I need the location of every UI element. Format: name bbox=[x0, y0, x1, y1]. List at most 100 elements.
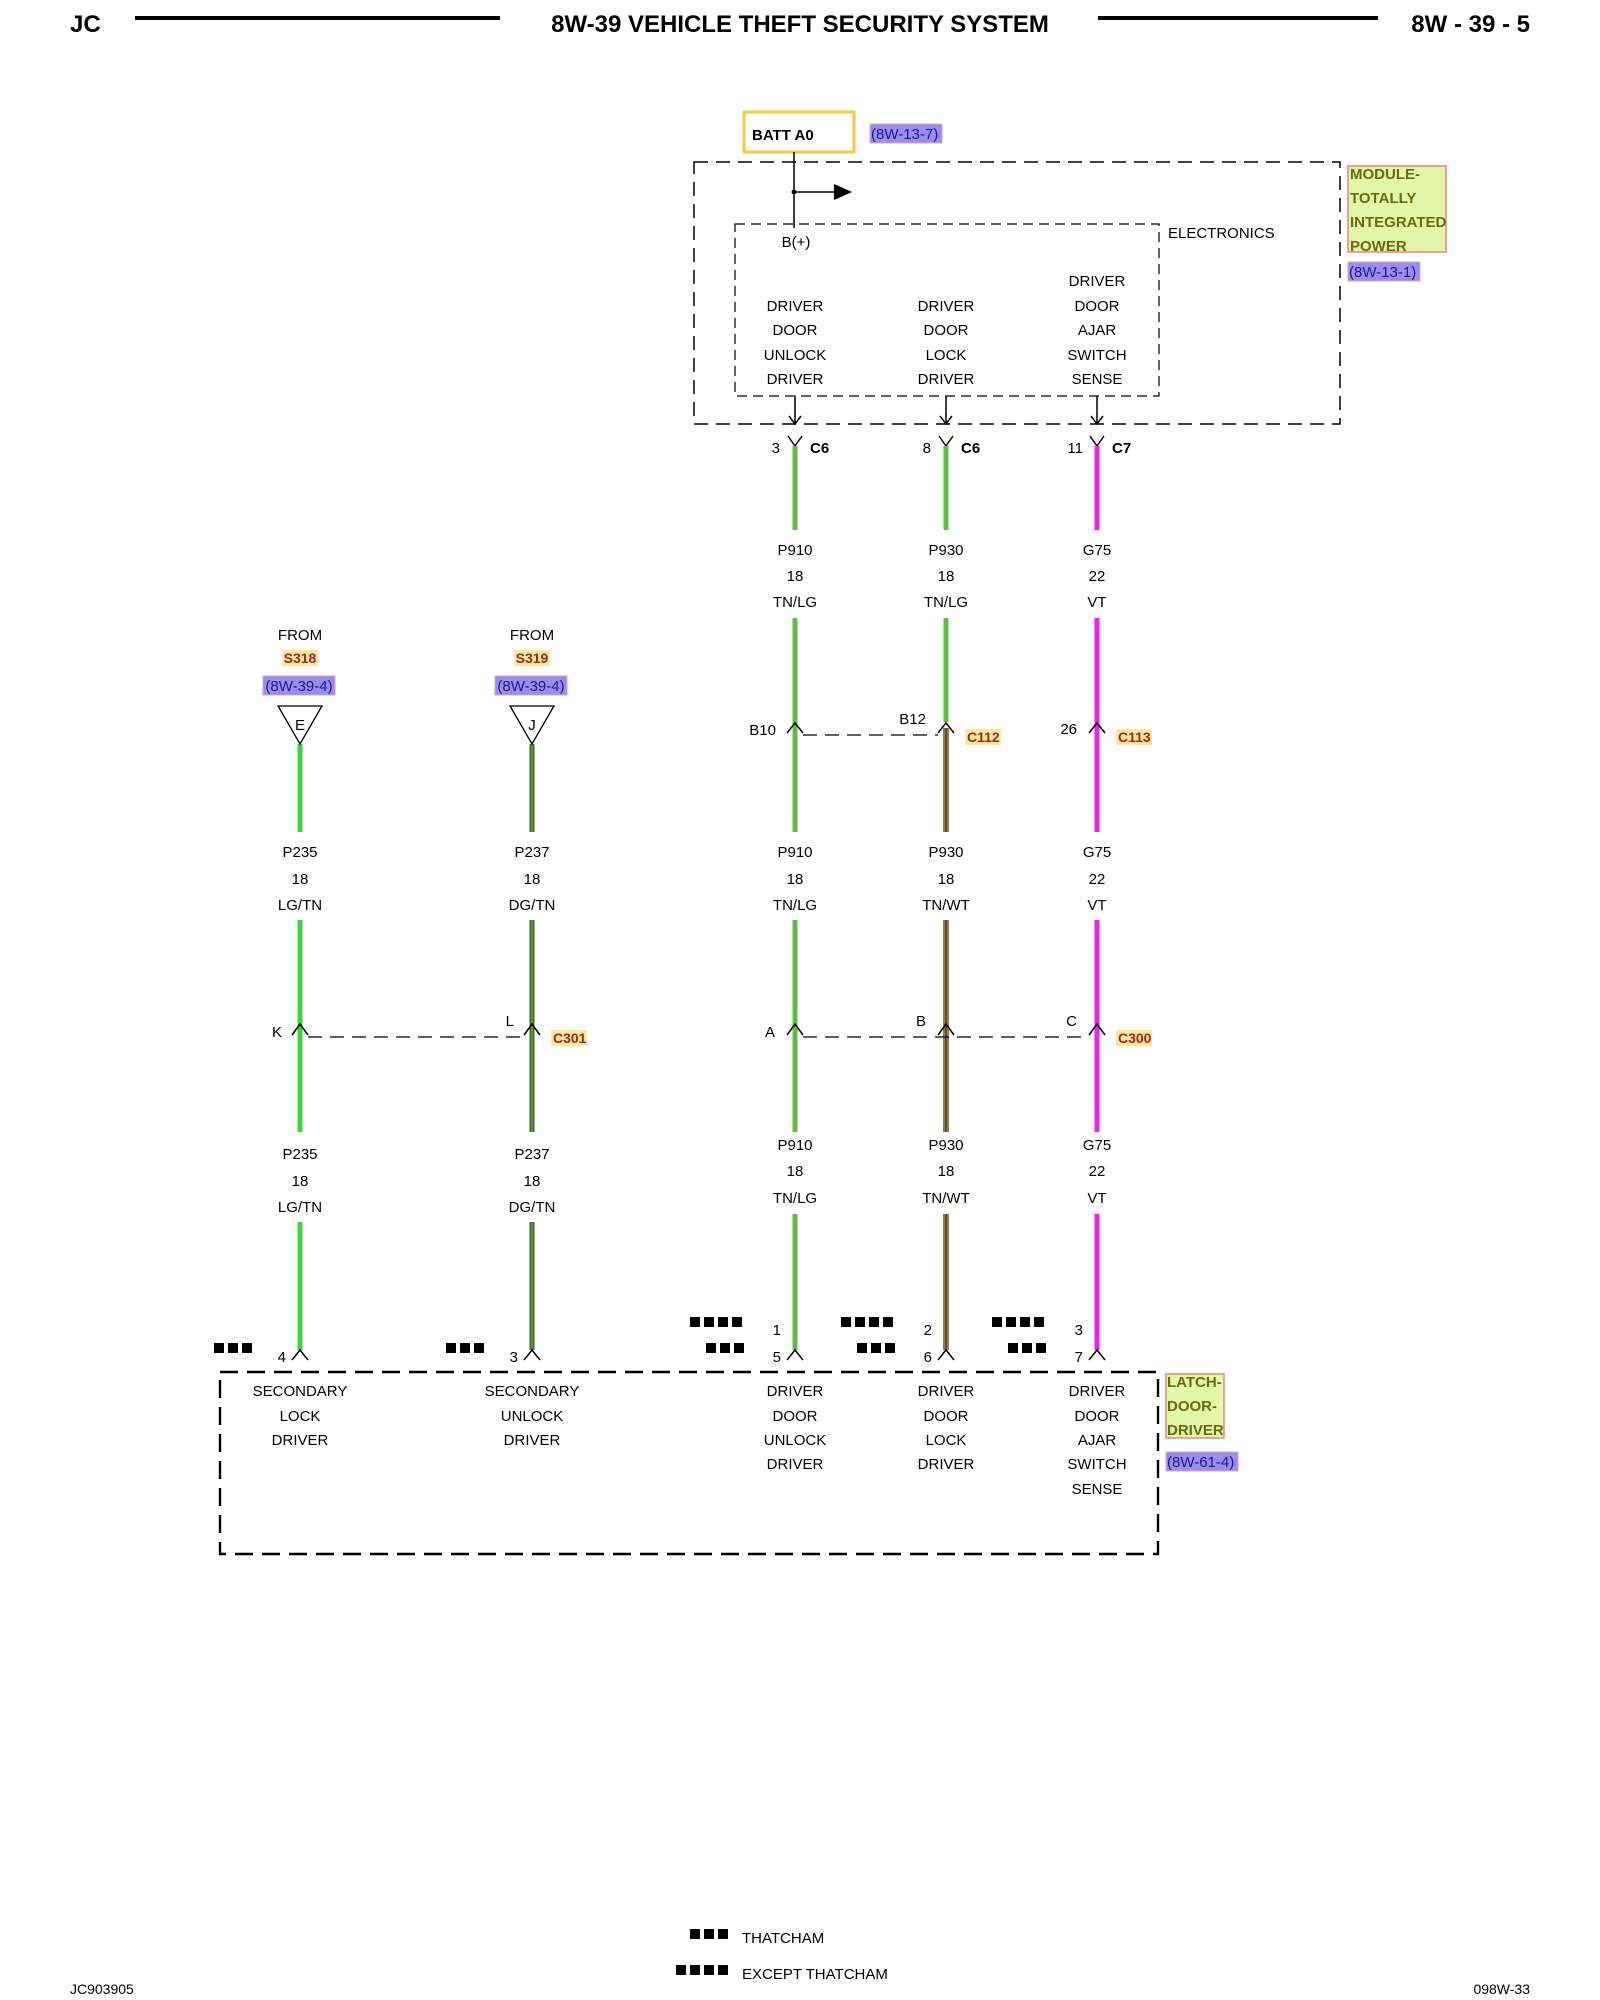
tipm-name-tag bbox=[1347, 165, 1447, 253]
tipm-output-ajar: DRIVER DOOR AJAR SWITCH SENSE bbox=[1067, 273, 1126, 388]
s318-from: FROM bbox=[278, 627, 322, 644]
p237-circuit-1: P237 bbox=[514, 844, 549, 861]
latch-pin5-icon bbox=[786, 1348, 804, 1361]
three-box-icon bbox=[214, 1343, 252, 1353]
c7-conn: C7 bbox=[1112, 440, 1131, 457]
latch-in3-line4: DRIVER bbox=[767, 1456, 824, 1473]
c300-id[interactable]: C300 bbox=[1118, 1030, 1152, 1046]
c7-pin11-icon bbox=[1089, 435, 1105, 448]
p235-gauge-2: 18 bbox=[292, 1173, 309, 1190]
tipm-out3-line3: AJAR bbox=[1078, 322, 1117, 339]
s319-from: FROM bbox=[510, 627, 554, 644]
p910-circuit-2: P910 bbox=[777, 844, 812, 861]
g75-color-3: VT bbox=[1087, 1190, 1106, 1207]
tipm-out1-line3: UNLOCK bbox=[764, 347, 827, 364]
c7-pin11: 11 bbox=[1067, 440, 1083, 457]
c113-pin26-icon bbox=[1088, 721, 1106, 734]
g75-circuit-2: G75 bbox=[1083, 844, 1111, 861]
latch-pin7-icon bbox=[1088, 1348, 1106, 1361]
c300-pin-b: B bbox=[916, 1013, 926, 1030]
tipm-drop-arrow-1 bbox=[788, 415, 802, 426]
latch-in2-line1: SECONDARY bbox=[485, 1383, 580, 1400]
p930-circuit-2: P930 bbox=[928, 844, 963, 861]
p237-color-1: DG/TN bbox=[509, 897, 556, 914]
p930-color-1: TN/LG bbox=[924, 594, 968, 611]
s318-triangle-icon bbox=[276, 705, 324, 746]
c113-tag bbox=[1116, 729, 1152, 745]
batt-ref-tag bbox=[869, 123, 943, 144]
c300-c-icon bbox=[1088, 1022, 1106, 1036]
p910-circuit-1: P910 bbox=[777, 542, 812, 559]
c112-tag bbox=[965, 729, 1001, 745]
latch-pin-1: 1 bbox=[773, 1322, 781, 1339]
footer-left: JC903905 bbox=[70, 1981, 134, 1997]
c113-id[interactable]: C113 bbox=[1118, 729, 1151, 745]
splice-s319: FROM S319 (8W-39-4) J bbox=[494, 627, 568, 746]
latch-in2-line2: UNLOCK bbox=[501, 1408, 564, 1425]
p237-gauge-2: 18 bbox=[524, 1173, 541, 1190]
p930-gauge-1: 18 bbox=[938, 568, 955, 585]
tipm-ref-tag bbox=[1347, 261, 1421, 282]
tipm-out2-line2: DOOR bbox=[924, 322, 969, 339]
tipm-name-line1: MODULE- bbox=[1350, 166, 1420, 183]
p930-color-3: TN/WT bbox=[922, 1190, 969, 1207]
p237-color-2: DG/TN bbox=[509, 1199, 556, 1216]
s318-id[interactable]: S318 bbox=[284, 650, 317, 666]
batt-ref[interactable]: (8W-13-7) bbox=[871, 126, 938, 143]
latch-in2-line3: DRIVER bbox=[504, 1432, 561, 1449]
tipm-out2-line3: LOCK bbox=[926, 347, 967, 364]
g75-color-2: VT bbox=[1087, 897, 1106, 914]
three-box-icon bbox=[706, 1343, 744, 1353]
c112-id[interactable]: C112 bbox=[967, 729, 1000, 745]
tipm-out2-line1: DRIVER bbox=[918, 298, 975, 315]
s319-ref[interactable]: (8W-39-4) bbox=[497, 678, 564, 695]
tipm-out2-line4: DRIVER bbox=[918, 371, 975, 388]
latch-in5-line1: DRIVER bbox=[1069, 1383, 1126, 1400]
four-box-icon bbox=[676, 1965, 686, 1975]
latch-ref[interactable]: (8W-61-4) bbox=[1167, 1454, 1234, 1471]
p910-gauge-2: 18 bbox=[787, 871, 804, 888]
p930-color-2: TN/WT bbox=[922, 897, 969, 914]
c301-id[interactable]: C301 bbox=[553, 1030, 587, 1046]
s318-ref[interactable]: (8W-39-4) bbox=[265, 678, 332, 695]
p237-circuit-2: P237 bbox=[514, 1146, 549, 1163]
latch-in5-line2: DOOR bbox=[1075, 1408, 1120, 1425]
p910-color-1: TN/LG bbox=[773, 594, 817, 611]
c112-b10-icon bbox=[786, 721, 804, 734]
g75-gauge-2: 22 bbox=[1089, 871, 1106, 888]
s319-id[interactable]: S319 bbox=[516, 650, 549, 666]
legend-except-thatcham-label: EXCEPT THATCHAM bbox=[742, 1966, 888, 1983]
four-box-icon bbox=[992, 1317, 1044, 1327]
page-title: 8W-39 VEHICLE THEFT SECURITY SYSTEM bbox=[551, 11, 1049, 38]
header-left: JC bbox=[70, 11, 101, 38]
p235-circuit-2: P235 bbox=[282, 1146, 317, 1163]
latch-pin-3: 3 bbox=[510, 1349, 518, 1366]
g75-circuit-3: G75 bbox=[1083, 1137, 1111, 1154]
c301-pin-k: K bbox=[272, 1024, 282, 1041]
four-box-icon bbox=[690, 1317, 742, 1327]
s319-ref-tag bbox=[494, 675, 568, 696]
splice-s318: FROM S318 (8W-39-4) E bbox=[262, 627, 336, 746]
c6-conn-a: C6 bbox=[810, 440, 829, 457]
g75-gauge-3: 22 bbox=[1089, 1163, 1106, 1180]
p235-circuit-1: P235 bbox=[282, 844, 317, 861]
four-box-icon bbox=[841, 1317, 893, 1327]
three-box-icon bbox=[1008, 1343, 1046, 1353]
electronics-label: ELECTRONICS bbox=[1168, 225, 1275, 242]
s319-letter: J bbox=[528, 717, 536, 734]
g75-color-1: VT bbox=[1087, 594, 1106, 611]
c6-pin8: 8 bbox=[923, 440, 931, 457]
four-box-icon-group bbox=[690, 1317, 1044, 1327]
tipm-out3-line4: SWITCH bbox=[1067, 347, 1126, 364]
p235-color-2: LG/TN bbox=[278, 1199, 322, 1216]
tipm-ref[interactable]: (8W-13-1) bbox=[1349, 264, 1416, 281]
electronics-box bbox=[734, 223, 1160, 397]
batt-arrow-icon bbox=[834, 184, 852, 200]
latch-pin-6: 6 bbox=[924, 1349, 932, 1366]
latch-pin6-icon bbox=[937, 1348, 955, 1361]
c301-k-icon bbox=[291, 1022, 309, 1036]
batt-label: BATT A0 bbox=[752, 127, 814, 144]
legend-thatcham-icon bbox=[690, 1929, 728, 1939]
